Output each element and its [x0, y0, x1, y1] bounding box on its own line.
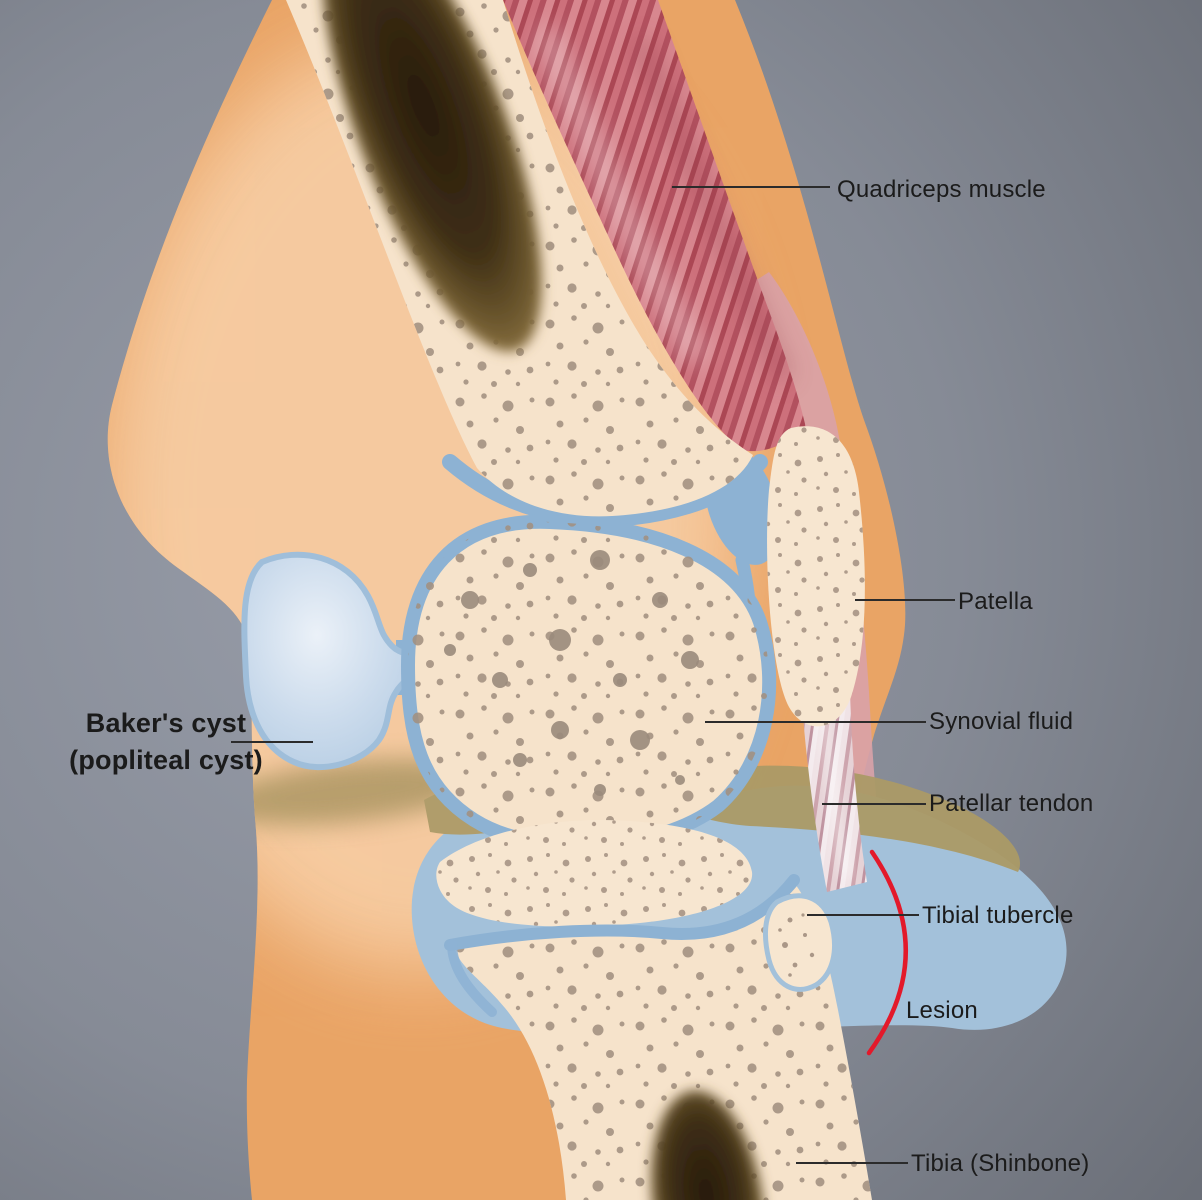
bakers-cyst-label: Baker's cyst (popliteal cyst) — [36, 705, 296, 779]
bakers-cyst-shape — [241, 551, 421, 771]
tibial-tubercle-shape — [765, 896, 834, 990]
synovial-fluid-leader-line — [705, 721, 926, 723]
tibia-shinbone-label: Tibia (Shinbone) — [911, 1150, 1090, 1177]
lesion-arc — [866, 849, 908, 1056]
lesion-label: Lesion — [906, 997, 978, 1024]
quadriceps-leader-line — [672, 186, 830, 188]
bakers-cyst-leader-line — [231, 741, 313, 743]
femur-marrow — [322, 0, 542, 352]
bakers-cyst-label-line2: (popliteal cyst) — [69, 745, 263, 775]
tibia-leader-line — [796, 1162, 908, 1164]
femur-bone — [286, 0, 753, 517]
patella-label: Patella — [958, 588, 1033, 615]
patellar-tendon-leader-line — [822, 803, 926, 805]
femoral-condyle — [408, 522, 769, 846]
quadriceps-muscle-shape — [503, 0, 806, 452]
fascia-band — [744, 272, 889, 902]
tibia-bone — [444, 874, 872, 1200]
patellar-tendon-label: Patellar tendon — [929, 790, 1094, 817]
tibia-marrow — [651, 1090, 765, 1200]
quadriceps-muscle-label: Quadriceps muscle — [837, 176, 1046, 203]
popliteal-shadow — [215, 758, 485, 826]
patella-leader-line — [855, 599, 955, 601]
tibial-tubercle-leader-line — [807, 914, 919, 916]
tibial-tubercle-label: Tibial tubercle — [922, 902, 1074, 929]
synovial-fluid-label: Synovial fluid — [929, 708, 1074, 735]
patella-bone — [767, 426, 865, 727]
bakers-cyst-label-line1: Baker's cyst — [85, 708, 247, 738]
